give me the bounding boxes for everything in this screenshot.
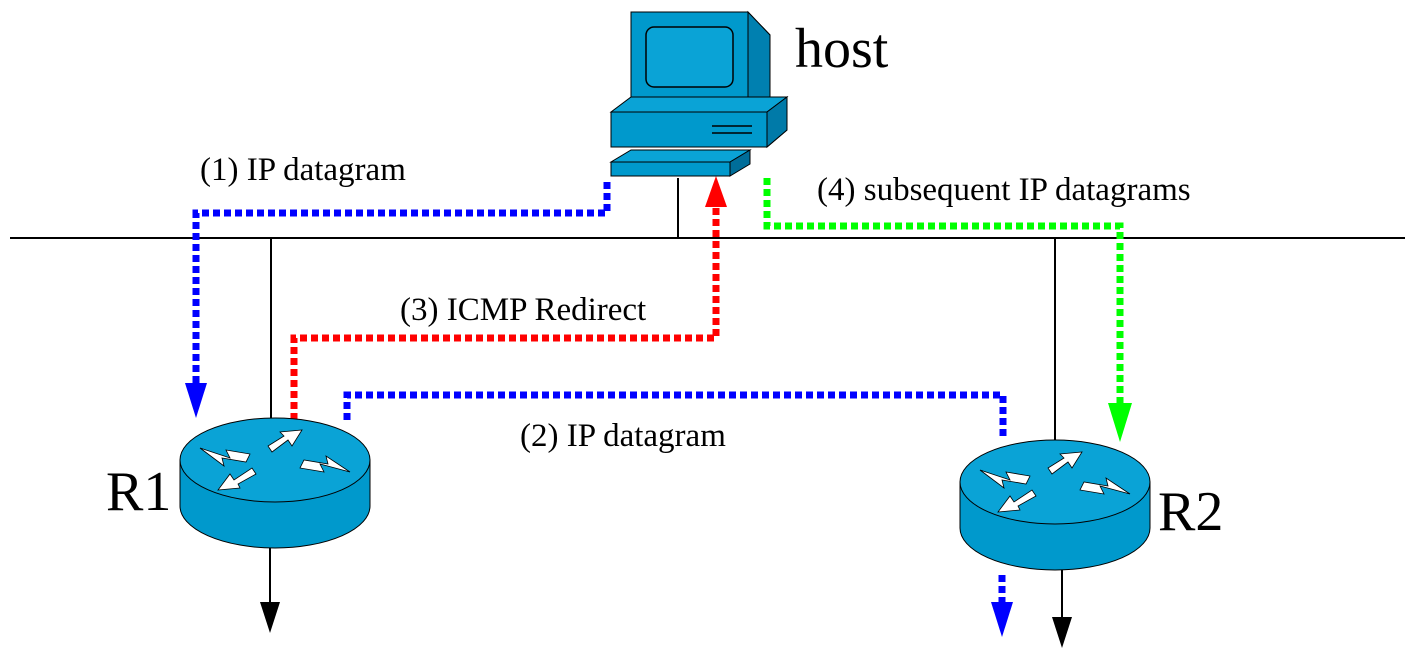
flow-4-path: [763, 178, 1132, 442]
flow-1-path: [185, 182, 611, 418]
flow-4-label: (4) subsequent IP datagrams: [817, 172, 1191, 208]
r1-label: R1: [106, 461, 171, 523]
router-icon: [959, 439, 1151, 571]
desktop-computer-icon: [609, 10, 789, 177]
flow-1-label: (1) IP datagram: [200, 152, 406, 188]
host-label: host: [795, 18, 889, 80]
router-icon: [179, 417, 371, 549]
flow-2-label: (2) IP datagram: [520, 418, 726, 454]
r2-label: R2: [1158, 481, 1223, 543]
flow-3-label: (3) ICMP Redirect: [400, 292, 646, 328]
r1-outbound-arrowhead: [260, 602, 280, 633]
r2-outbound-arrowhead: [1052, 617, 1072, 648]
flow-2-path: [343, 391, 1013, 637]
flow-3-path: [290, 176, 727, 420]
